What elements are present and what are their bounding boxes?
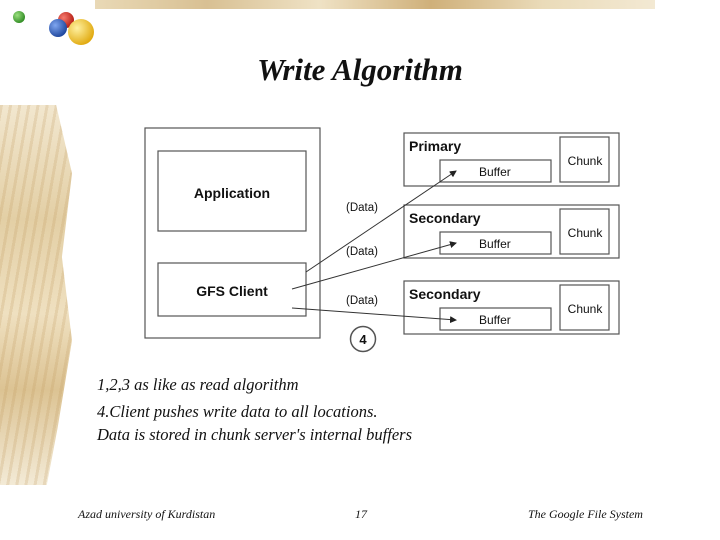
body-line: Data is stored in chunk server's interna… <box>97 425 413 444</box>
chunk-box <box>559 136 610 183</box>
data-arrow-to-primary <box>305 170 457 273</box>
body-line: 4.Client pushes write data to all locati… <box>97 401 378 421</box>
data-arrow-to-secondary-2 <box>291 307 457 324</box>
server-role-label: Primary <box>409 138 461 154</box>
chunk-box <box>559 208 610 255</box>
write-flow-diagram: Application GFS Client Primary Buffer Ch… <box>144 127 620 353</box>
buffer-label: Buffer <box>479 165 511 179</box>
blue-ball-icon <box>49 19 67 37</box>
buffer-label: Buffer <box>479 313 511 327</box>
footer-institution: Azad university of Kurdistan <box>78 507 216 521</box>
step-badge <box>349 325 377 353</box>
chunk-label: Chunk <box>568 154 604 168</box>
data-label: (Data) <box>346 246 378 258</box>
data-arrow-to-secondary-1 <box>291 241 457 290</box>
gfs-client-box <box>157 262 307 317</box>
slide-body-text: 1,2,3 as like as read algorithm 4.Client… <box>97 375 657 444</box>
green-ball-icon <box>13 11 25 23</box>
buffer-label: Buffer <box>479 237 511 251</box>
decorative-balls-logo <box>13 11 94 45</box>
application-label: Application <box>194 185 270 201</box>
buffer-box <box>439 231 552 255</box>
body-line: 1,2,3 as like as read algorithm <box>97 375 299 394</box>
chunk-label: Chunk <box>568 302 604 316</box>
gfs-client-label: GFS Client <box>196 283 268 299</box>
data-label: (Data) <box>346 202 378 214</box>
slide-title: Write Algorithm <box>257 52 463 87</box>
data-label: (Data) <box>346 295 378 307</box>
footer-topic: The Google File System <box>528 507 643 521</box>
decorative-top-texture <box>95 0 655 9</box>
server-role-label: Secondary <box>409 286 481 302</box>
buffer-box <box>439 159 552 183</box>
yellow-ball-icon <box>68 19 94 45</box>
page-number: 17 <box>355 507 367 521</box>
step-badge-number: 4 <box>359 332 367 347</box>
server-role-label: Secondary <box>409 210 481 226</box>
application-box <box>157 150 307 232</box>
chunk-label: Chunk <box>568 226 604 240</box>
chunk-box <box>559 284 610 331</box>
